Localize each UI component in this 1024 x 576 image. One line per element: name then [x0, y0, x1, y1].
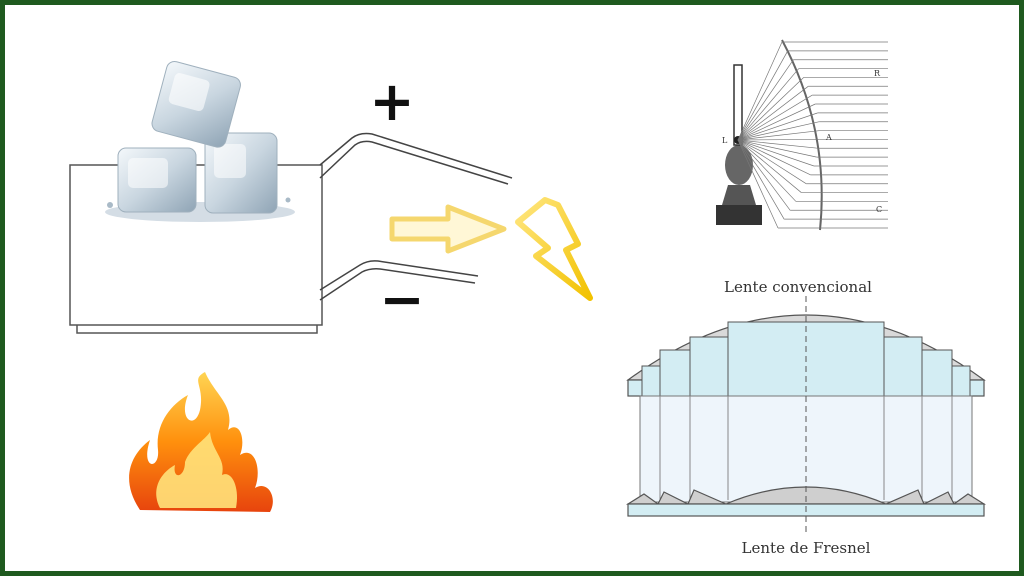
lamp-ray — [737, 50, 789, 141]
flame-icon — [129, 372, 273, 512]
lamp-ray — [737, 139, 811, 176]
conventional-lens-label: Lente convencional — [724, 278, 872, 296]
lighthouse-lamp-icon: R L A C — [716, 39, 888, 231]
lamp-ray — [737, 59, 794, 141]
lamp-ray — [737, 112, 818, 141]
lamp-letter-r: R — [874, 69, 881, 78]
lamp-ray — [737, 68, 800, 141]
lamp-ray — [737, 139, 802, 193]
lamp-letter-c: C — [876, 205, 882, 214]
lamp-ray — [737, 86, 809, 141]
lamp-ray — [737, 139, 779, 229]
lamp-ray — [737, 121, 820, 141]
minus-sign: − — [379, 268, 424, 331]
lamp-ray — [737, 139, 820, 141]
lightning-bolt-icon — [515, 197, 593, 301]
ice-cubes-icon — [105, 60, 295, 222]
fresnel-lens-label: Lente de Fresnel — [742, 539, 871, 557]
lamp-ray — [737, 139, 819, 149]
lamp-letter-a: A — [825, 133, 832, 142]
lamp-ray — [737, 77, 805, 141]
lamp-ray — [737, 94, 813, 141]
arrow-right-icon — [389, 204, 507, 254]
lamp-ray — [737, 139, 817, 158]
lamp-ray — [737, 139, 791, 211]
lamp-ray — [737, 41, 783, 141]
lamp-ray — [737, 103, 816, 141]
lamp-ray — [737, 139, 815, 167]
lamp-ray — [737, 130, 821, 141]
lamp-ray — [737, 139, 785, 220]
plus-sign: + — [369, 70, 414, 133]
lamp-ray — [737, 139, 797, 202]
wires — [319, 132, 513, 301]
lamp-letter-l: L — [722, 136, 728, 145]
lamp-ray — [737, 139, 807, 185]
